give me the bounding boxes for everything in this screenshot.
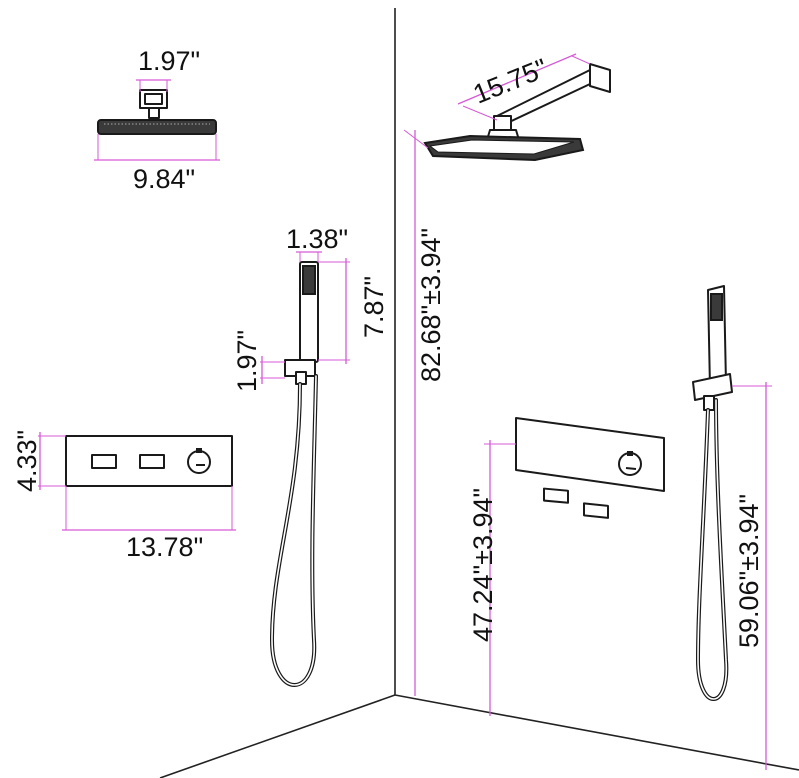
room-outline: [159, 8, 799, 778]
dim-holder-height: [260, 356, 285, 384]
handheld-shower-installed: [692, 285, 733, 701]
label-rain-head-width: 9.84": [133, 164, 195, 194]
label-panel-width: 13.78": [126, 532, 203, 562]
dim-panel-height-from-floor: [484, 440, 516, 716]
dim-rain-arm-connector: [136, 79, 171, 92]
label-rain-arm-connector: 1.97": [138, 46, 200, 76]
dim-panel-height: [38, 432, 66, 490]
label-panel-height-from-floor: 47.24"±3.94": [468, 488, 498, 642]
dim-handheld-length: [318, 258, 350, 364]
handheld-shower-left: [269, 261, 319, 687]
control-panel-left: [65, 435, 233, 487]
label-handheld-width: 1.38": [286, 224, 348, 254]
label-handheld-length: 7.87": [359, 276, 389, 338]
rain-head-front-view: [97, 89, 217, 135]
label-holder-height-from-floor: 59.06"±3.94": [734, 494, 764, 648]
rain-head-installed: [423, 63, 611, 162]
dim-rain-head-width: [94, 134, 220, 161]
label-panel-height: 4.33": [12, 430, 42, 492]
dim-holder-height-from-floor: [732, 382, 772, 770]
control-panel-installed: [515, 417, 665, 519]
label-rain-head-height-from-floor: 82.68"±3.94": [416, 228, 446, 382]
label-holder-height: 1.97": [232, 330, 262, 392]
dim-shower-arm-length: [457, 53, 591, 121]
dim-panel-width: [62, 486, 236, 531]
dim-handheld-width: [296, 251, 322, 262]
dim-rain-head-height-from-floor: [403, 129, 429, 696]
